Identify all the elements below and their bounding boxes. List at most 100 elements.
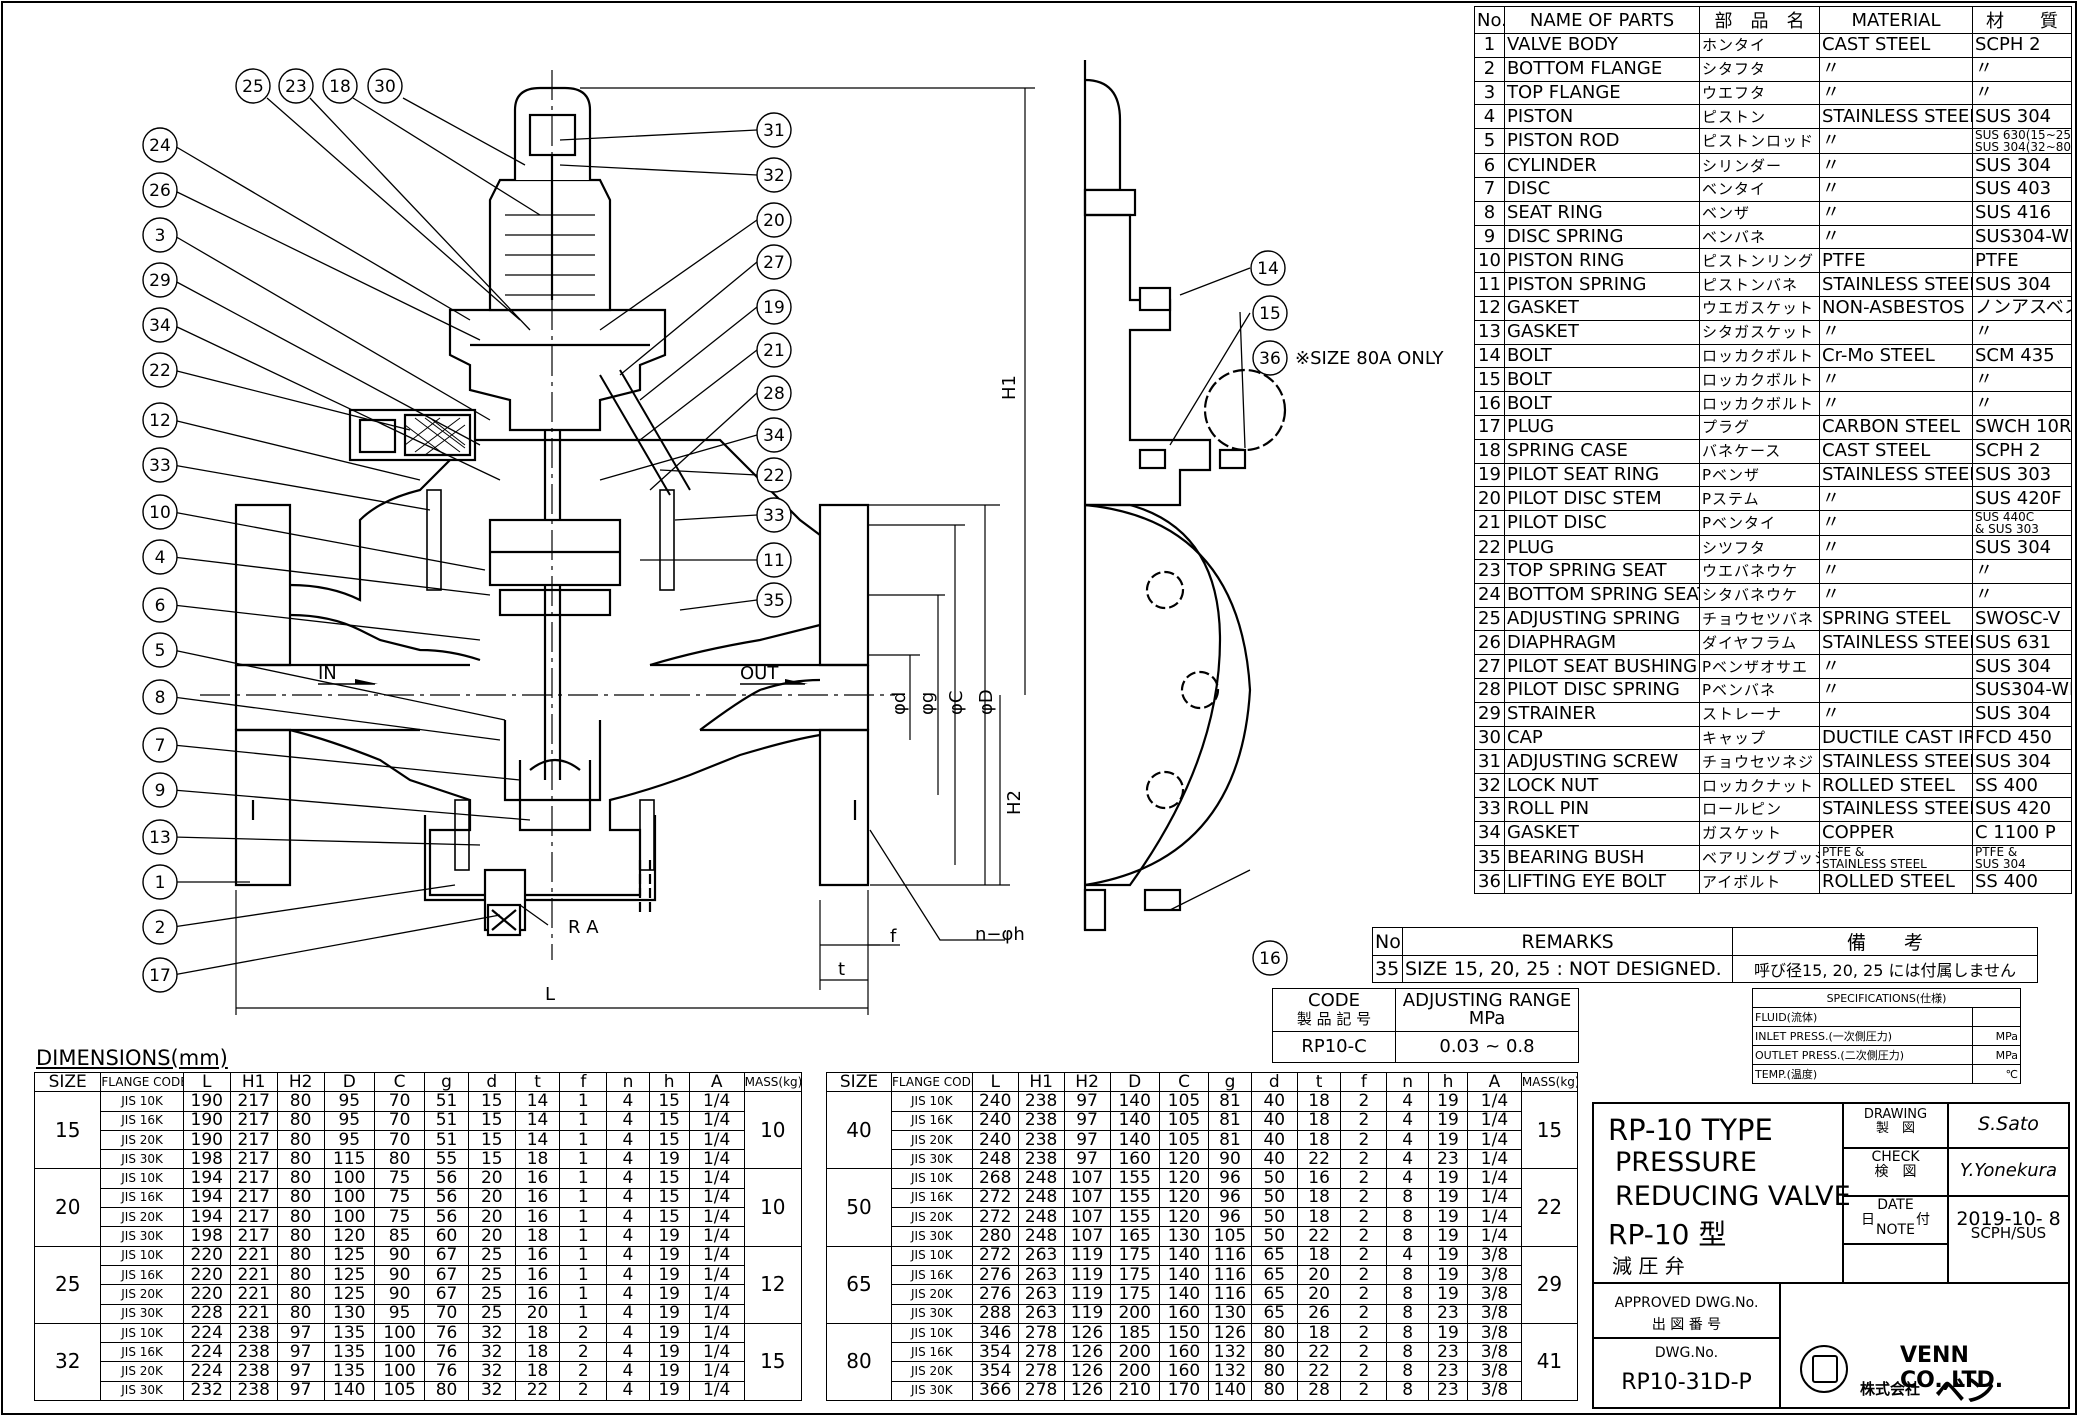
dim-cell: 2 xyxy=(1340,1342,1388,1363)
parts-cell-material: SPRING STEEL xyxy=(1819,606,1973,632)
parts-cell-jp: ベンバネ xyxy=(1699,224,1820,250)
parts-cell-jp: ベンタイ xyxy=(1699,176,1820,202)
parts-cell-name: BOLT xyxy=(1504,391,1700,416)
dim-cell: 19 xyxy=(648,1322,690,1344)
dim-cell: 155 xyxy=(1109,1207,1160,1228)
dim-size-cell: 20 xyxy=(33,1168,102,1247)
dim-cell: 18 xyxy=(1296,1091,1342,1112)
dim-cell: 1 xyxy=(559,1149,608,1170)
dim-cell: 25 xyxy=(467,1303,516,1324)
parts-cell-jp: バネケース xyxy=(1699,438,1820,464)
callout-circle xyxy=(756,542,792,578)
dim-cell: 240 xyxy=(971,1110,1019,1131)
dim-cell: JIS 10K xyxy=(100,1245,184,1266)
dim-cell: 15 xyxy=(648,1168,690,1189)
check-label-jp: 検 図 xyxy=(1874,1164,1917,1180)
label-phi-c: φC xyxy=(946,691,967,715)
dim-cell: 25 xyxy=(467,1245,516,1266)
dim-cell: 60 xyxy=(424,1226,469,1247)
parts-cell-material: STAINLESS STEEL xyxy=(1819,796,1973,822)
dim-cell: 105 xyxy=(1158,1129,1210,1151)
dim-cell: 56 xyxy=(424,1207,469,1228)
dim-size-cell: 32 xyxy=(33,1322,102,1402)
dim-cell: 224 xyxy=(182,1342,231,1363)
parts-cell-mat-jp: SCPH 2 xyxy=(1972,438,2072,464)
dim-cell: 1/4 xyxy=(688,1207,745,1228)
dim-cell: 160 xyxy=(1158,1361,1210,1382)
dim-cell: 20 xyxy=(514,1303,561,1324)
dim-cell: 272 xyxy=(971,1207,1019,1228)
callout-circle xyxy=(142,494,178,530)
dim-cell: 15 xyxy=(467,1110,516,1131)
callout-number: 29 xyxy=(149,271,171,291)
dim-cell: JIS 16K xyxy=(100,1110,184,1131)
parts-cell-material: 〃 xyxy=(1819,677,1973,703)
parts-cell-name: PISTON SPRING xyxy=(1504,272,1700,297)
remarks-table: No. REMARKS 備 考 35 SIZE 15, 20, 25 : NOT… xyxy=(1372,927,2038,983)
dim-cell: JIS 30K xyxy=(100,1149,184,1170)
dim-cell: 40 xyxy=(1250,1149,1298,1170)
dim-cell: 14 xyxy=(514,1091,561,1112)
parts-cell-name: DIAPHRAGM xyxy=(1504,630,1700,656)
dim-cell: 1/4 xyxy=(688,1129,745,1151)
dim-header-cell: d xyxy=(467,1071,516,1093)
dim-cell: 135 xyxy=(323,1342,375,1363)
dim-cell: 1/4 xyxy=(1467,1110,1522,1131)
dim-cell: JIS 30K xyxy=(891,1149,973,1170)
parts-cell-material: CAST STEEL xyxy=(1819,438,1973,464)
dim-cell: 1/4 xyxy=(688,1342,745,1363)
company-name: VENN CO.,LTD. xyxy=(1900,1343,2004,1393)
dim-cell: 2 xyxy=(1340,1245,1388,1266)
parts-cell-name: ADJUSTING SPRING xyxy=(1504,606,1700,632)
dim-cell: 1/4 xyxy=(688,1149,745,1170)
callout-circle xyxy=(142,909,178,945)
callout-circle xyxy=(142,632,178,668)
dim-cell: 4 xyxy=(606,1207,650,1228)
dim-cell: 120 xyxy=(323,1226,375,1247)
remarks-row-no: 35 xyxy=(1372,955,1403,983)
parts-header-row: No. NAME OF PARTS 部 品 名 MATERIAL 材 質 xyxy=(1474,6,2072,34)
parts-cell-material: 〃 xyxy=(1819,486,1973,512)
dim-cell: 40 xyxy=(1250,1110,1298,1131)
dim-cell: 4 xyxy=(606,1380,650,1402)
dim-cell: 280 xyxy=(971,1226,1019,1247)
parts-cell-no: 19 xyxy=(1474,462,1505,488)
callout-number: 23 xyxy=(285,77,307,97)
dim-cell: 19 xyxy=(648,1380,690,1402)
dim-cell: 221 xyxy=(229,1245,278,1266)
dim-cell: 240 xyxy=(971,1129,1019,1151)
callout-circle xyxy=(367,68,403,104)
dim-cell: 19 xyxy=(1427,1226,1469,1247)
dim-cell: 75 xyxy=(373,1168,426,1189)
dim-cell: 3/8 xyxy=(1467,1303,1522,1324)
dim-cell: 120 xyxy=(1158,1149,1210,1170)
dim-cell: 217 xyxy=(229,1207,278,1228)
callout-circle xyxy=(756,375,792,411)
spec-unit: MPa xyxy=(1972,1045,2021,1065)
dim-cell: 8 xyxy=(1386,1380,1429,1402)
dim-cell: JIS 10K xyxy=(891,1091,973,1112)
dim-cell: 228 xyxy=(182,1303,231,1324)
parts-cell-jp: プラグ xyxy=(1699,414,1820,440)
dim-header-cell: g xyxy=(1208,1071,1252,1093)
dim-cell: 175 xyxy=(1109,1264,1160,1286)
dim-cell: 105 xyxy=(373,1380,426,1402)
dim-cell: 238 xyxy=(1017,1091,1065,1112)
parts-cell-mat-jp: SUS 403 xyxy=(1972,176,2072,202)
dim-cell: 16 xyxy=(514,1207,561,1228)
callout-circle xyxy=(1252,940,1288,976)
callout-number: 10 xyxy=(149,503,171,523)
dim-cell: 4 xyxy=(606,1226,650,1247)
parts-cell-material: ROLLED STEEL xyxy=(1819,869,1973,895)
dim-cell: 19 xyxy=(1427,1245,1469,1266)
dim-cell: 8 xyxy=(1386,1342,1429,1363)
